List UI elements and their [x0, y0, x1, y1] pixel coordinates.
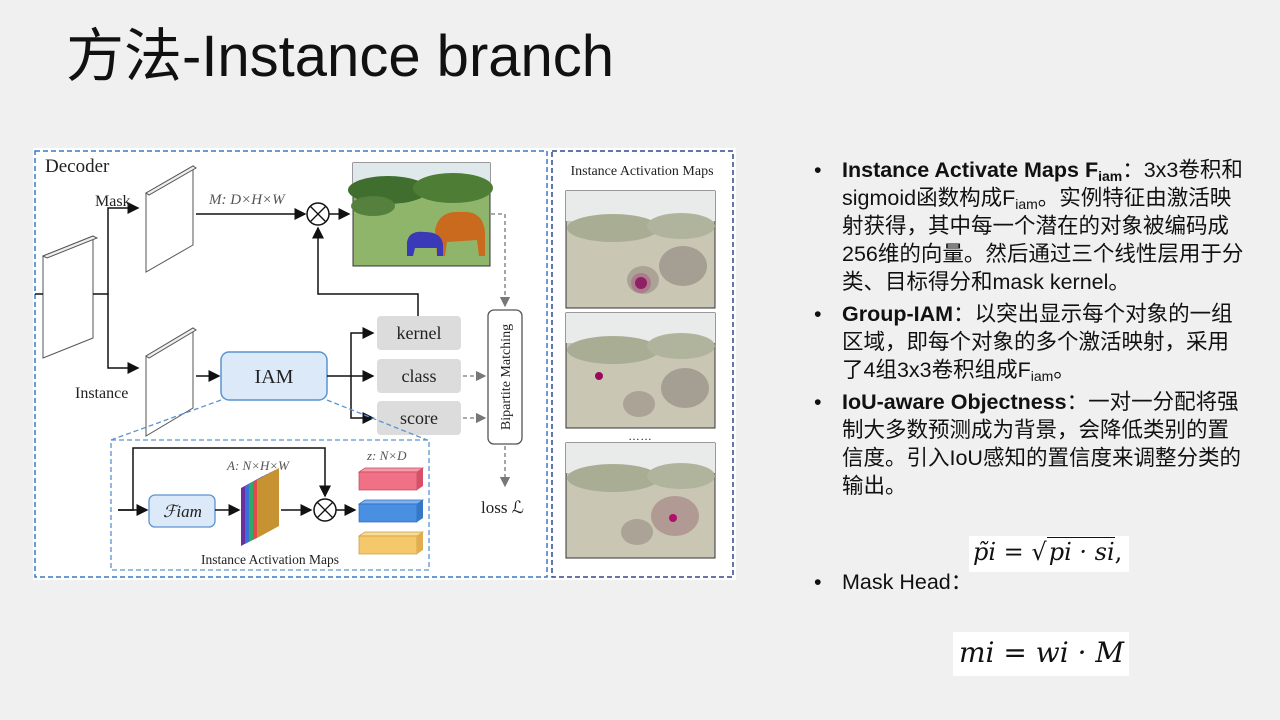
decoder-box — [34, 150, 548, 578]
bullet-item-iou-objectness: • IoU-aware Objectness：一对一分配将强制大多数预测成为背景… — [808, 388, 1248, 500]
bipartite-label: Bipartite Matching — [499, 324, 514, 430]
mask-head-formula: mi = wi · M — [953, 632, 1129, 676]
architecture-diagram: Decoder Mask Instance M: D×H×W — [34, 150, 734, 578]
bullet-dot: • — [814, 390, 822, 414]
bullet-item-iam: • Instance Activate Maps Fiam：3x3卷积和sigm… — [808, 156, 1248, 296]
objectness-formula: p̃i = √pi · si, — [969, 536, 1129, 572]
z-vector-blue — [357, 499, 425, 523]
loss-label: loss ℒ — [481, 498, 524, 517]
bullet-text: Mask Head： — [842, 570, 973, 594]
bullet-heading: Instance Activate Maps F — [842, 158, 1099, 182]
right-panel-box — [551, 150, 734, 578]
bullet-text-sub: iam — [1015, 196, 1038, 212]
bullet-heading-sub: iam — [1098, 168, 1123, 184]
bullet-text: ：3x3卷积和sigmoid函数构成F — [842, 158, 1243, 210]
score-output — [377, 401, 461, 435]
right-panel-title: Instance Activation Maps — [570, 164, 713, 179]
bullet-item-group-iam: • Group-IAM：以突出显示每个对象的一组区域，即每个对象的多个激活映射，… — [808, 300, 1248, 384]
z-vector-red — [357, 467, 425, 491]
bullet-text: ：以突出显示每个对象的一组区域，即每个对象的多个激活映射，采用了4组3x3卷积组… — [842, 302, 1233, 382]
bullet-dot: • — [814, 158, 822, 182]
bullet-text: ：一对一分配将强制大多数预测成为背景，会降低类别的置信度。引入IoU感知的置信度… — [842, 390, 1241, 498]
bullet-text-tail: 。实例特征由激活映射获得，其中每一个潜在的对象被编码成256维的向量。然后通过三… — [842, 186, 1244, 294]
bullet-dot: • — [814, 570, 822, 594]
bullet-heading: IoU-aware Objectness — [842, 390, 1067, 414]
bullet-list: • Instance Activate Maps Fiam：3x3卷积和sigm… — [808, 156, 1248, 600]
formula-sqrt-inner: pi · si — [1048, 538, 1115, 566]
bullet-dot: • — [814, 302, 822, 326]
f-iam-block — [148, 494, 216, 528]
activation-map-image-1 — [565, 190, 716, 309]
a-shape-label: A: N×H×W — [226, 458, 290, 473]
kernel-label: kernel — [397, 323, 442, 343]
bullet-item-mask-head: • Mask Head： — [808, 568, 1248, 596]
instance-label: Instance — [75, 385, 128, 402]
iam-label: IAM — [255, 366, 294, 388]
activation-map-image-3 — [565, 442, 716, 559]
architecture-figure: Decoder Mask Instance M: D×H×W — [33, 148, 736, 580]
segmentation-result-image — [348, 162, 493, 267]
bullet-text-sub: iam — [1030, 368, 1054, 384]
formula-lhs: p̃i — [973, 538, 997, 566]
decoder-label: Decoder — [45, 156, 110, 177]
iam-caption: Instance Activation Maps — [201, 552, 339, 567]
score-label: score — [400, 408, 438, 428]
class-output — [377, 359, 461, 393]
mask-label: Mask — [95, 193, 131, 210]
z-shape-label: z: N×D — [366, 448, 407, 463]
ellipsis: …… — [628, 429, 652, 443]
bullet-heading: Group-IAM — [842, 302, 954, 326]
formula-rhs: wi · M — [1035, 636, 1125, 669]
bullet-text-tail: 。 — [1053, 358, 1075, 382]
f-iam-label: ℱiam — [163, 502, 202, 521]
class-label: class — [402, 366, 437, 386]
formula-tail: , — [1114, 538, 1123, 566]
kernel-output — [377, 316, 461, 350]
m-shape-label: M: D×H×W — [208, 192, 286, 208]
activation-map-image-2 — [565, 312, 716, 429]
formula-lhs: mi — [959, 636, 995, 669]
slide-title: 方法-Instance branch — [66, 24, 615, 89]
z-vector-yellow — [357, 531, 425, 555]
bipartite-matching-block — [487, 309, 523, 445]
activation-map-stack — [241, 468, 279, 546]
